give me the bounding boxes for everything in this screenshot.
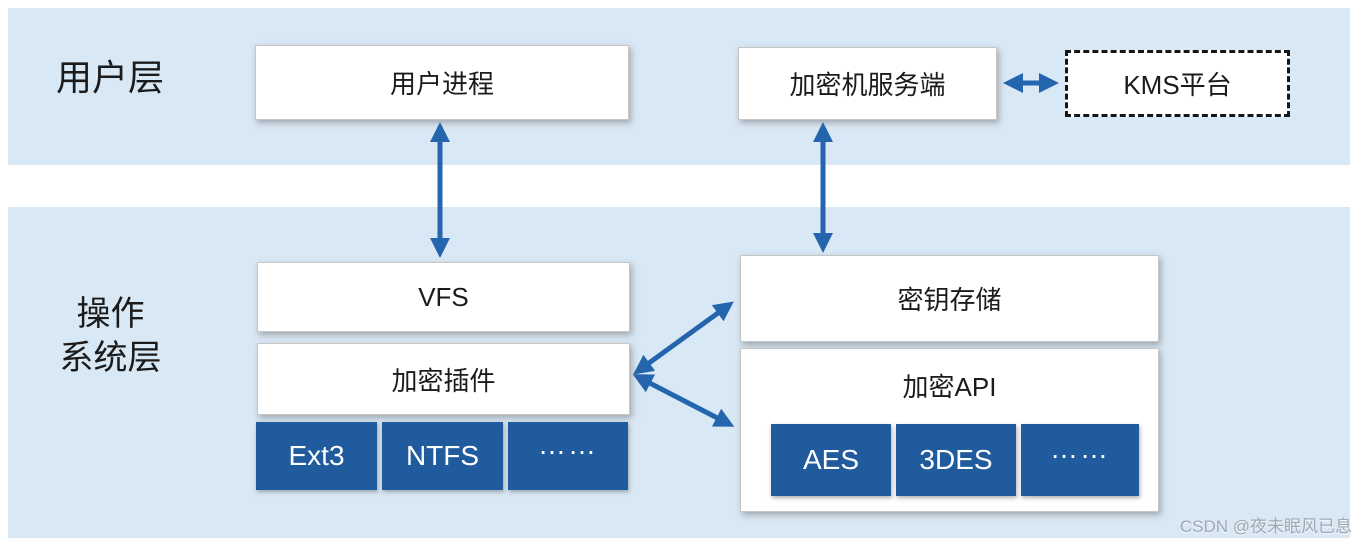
node-vfs: VFS: [257, 262, 630, 332]
node-key-storage: 密钥存储: [740, 255, 1159, 342]
node-user-process: 用户进程: [255, 45, 629, 120]
user-layer-label: 用户层: [55, 57, 164, 98]
chip-algorithm-ellipsis-label: ……: [1050, 433, 1110, 465]
node-user-process-label: 用户进程: [389, 69, 494, 99]
chip-ntfs: NTFS: [382, 422, 503, 490]
os-layer-label: 操作 系统层: [33, 292, 188, 380]
chip-aes: AES: [771, 424, 891, 496]
node-crypto-plugin: 加密插件: [257, 343, 630, 415]
chip-ext3-label: Ext3: [288, 440, 345, 471]
chip-3des-label: 3DES: [919, 444, 993, 475]
chip-3des: 3DES: [896, 424, 1016, 496]
node-vfs-label: VFS: [418, 281, 469, 312]
csdn-watermark: CSDN @夜未眠风已息: [1179, 517, 1352, 536]
chip-filesystem-ellipsis: ……: [508, 422, 628, 490]
node-hsm-server-label: 加密机服务端: [789, 70, 946, 100]
node-kms-platform: KMS平台: [1065, 50, 1290, 117]
chip-aes-label: AES: [802, 444, 860, 475]
os-layer-label-line1: 操作: [76, 295, 145, 333]
node-crypto-api: 加密API AES 3DES ……: [740, 348, 1159, 512]
node-crypto-plugin-label: 加密插件: [391, 365, 496, 396]
node-hsm-server: 加密机服务端: [738, 47, 997, 120]
os-layer-label-line2: 系统层: [59, 339, 162, 377]
node-crypto-api-label: 加密API: [902, 371, 997, 402]
node-key-storage-label: 密钥存储: [897, 285, 1002, 315]
node-kms-platform-label: KMS平台: [1123, 70, 1232, 100]
chip-ext3: Ext3: [256, 422, 377, 490]
chip-ntfs-label: NTFS: [405, 440, 480, 471]
chip-algorithm-ellipsis: ……: [1021, 424, 1139, 496]
chip-filesystem-ellipsis-label: ……: [538, 429, 598, 461]
